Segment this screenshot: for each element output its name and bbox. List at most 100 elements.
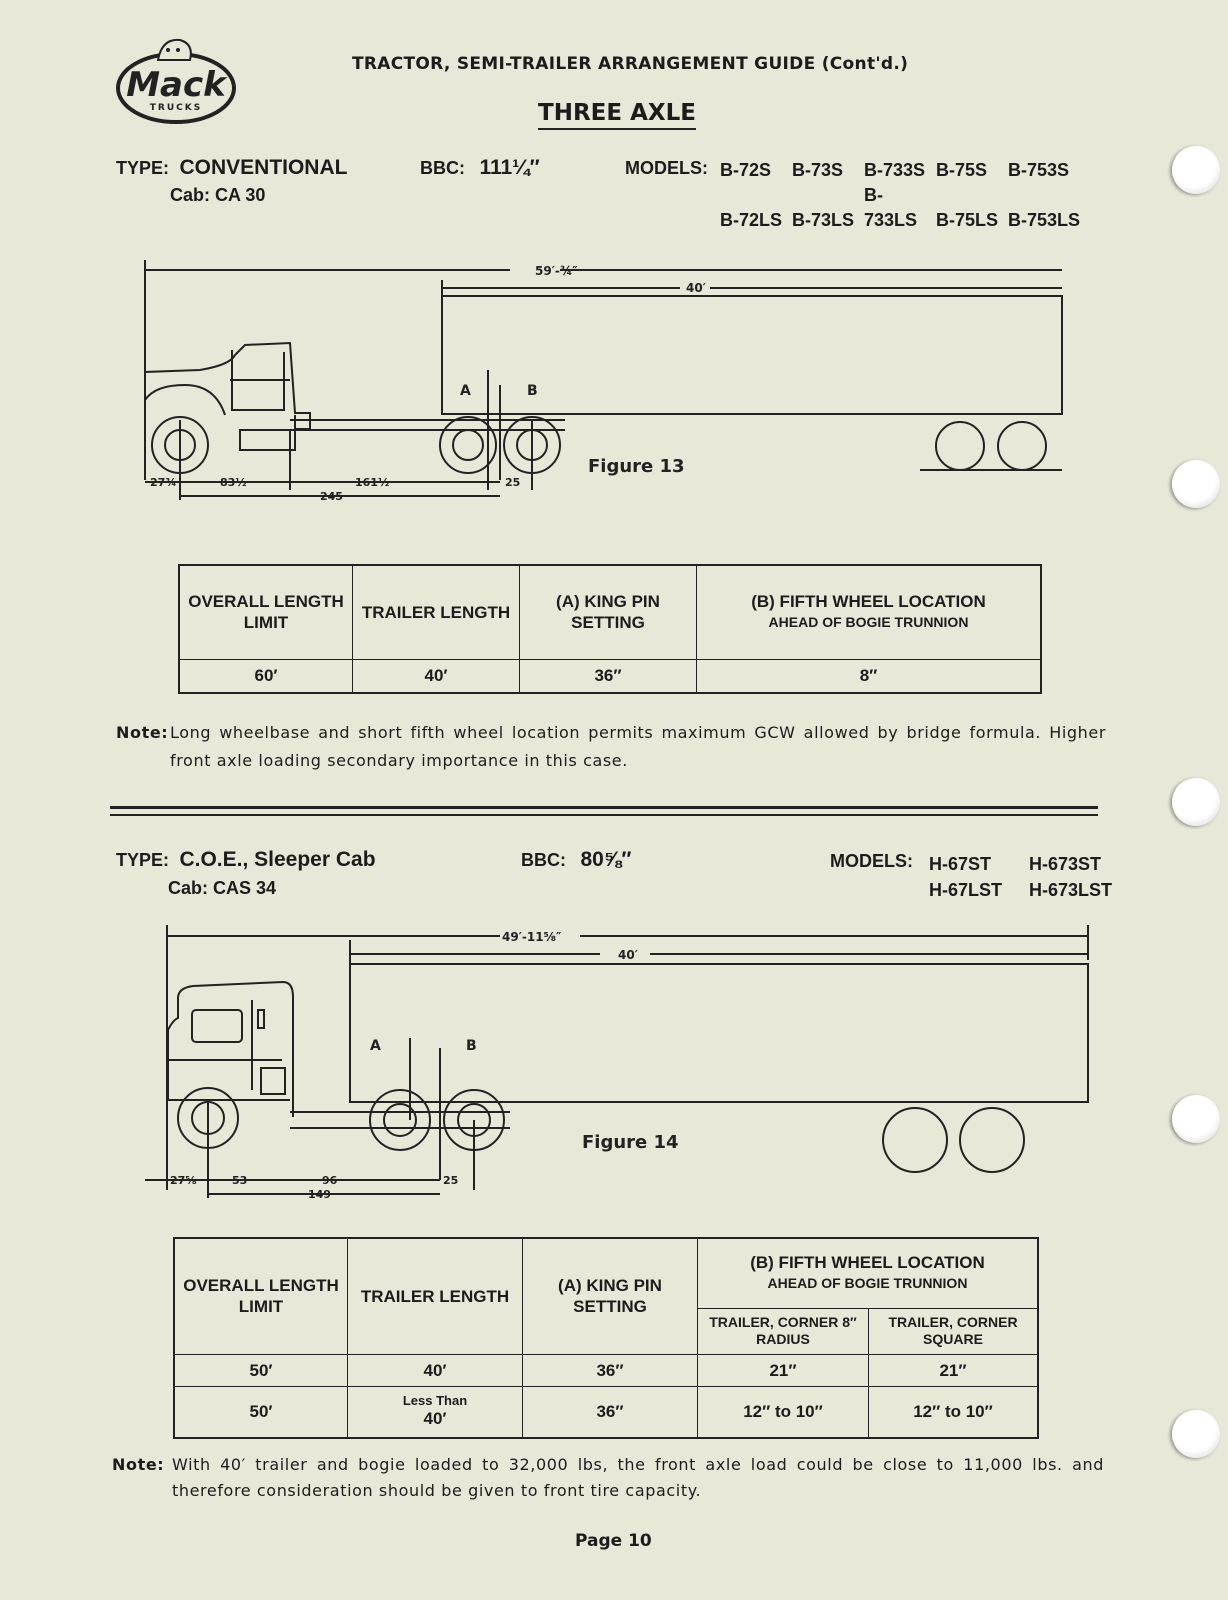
subheader-corner-square: TRAILER, CORNER SQUARE: [868, 1307, 1039, 1355]
model: H-67ST: [929, 854, 992, 874]
table-row: 50′ 40′ 36″ 21″ 21″: [173, 1353, 1039, 1387]
cell-fifth-wheel: 8″: [696, 658, 1042, 694]
model: B-733S: [864, 160, 926, 180]
page-number: Page 10: [575, 1531, 652, 1551]
figure-13-diagram: 59′-¾″ 40′ A B 27¾ 83½ 161½ 25 245 Figur…: [144, 260, 1063, 503]
type-label: TYPE:: [116, 850, 170, 870]
trailer-length-dim: 40′: [618, 948, 638, 962]
page-subtitle: THREE AXLE: [538, 100, 696, 130]
cell-trailer: 40′: [347, 1353, 523, 1387]
cell-trailer: 40′: [352, 658, 520, 694]
model: B-72LS: [720, 210, 783, 230]
cell-corner-square: 12″ to 10″: [868, 1385, 1039, 1439]
dim-cab: 83½: [220, 476, 247, 489]
cell-trailer: Less Than 40′: [347, 1385, 523, 1439]
header-fifth-wheel: (B) FIFTH WHEEL LOCATION AHEAD OF BOGIE …: [696, 564, 1042, 660]
models-label: MODELS:: [625, 158, 708, 178]
type-value: CONVENTIONAL: [179, 156, 348, 179]
section2-spec-table: OVERALL LENGTH LIMIT TRAILER LENGTH (A) …: [173, 1237, 1039, 1439]
section1-spec-table: OVERALL LENGTH LIMIT TRAILER LENGTH (A) …: [178, 564, 1042, 694]
header-trailer-length: TRAILER LENGTH: [347, 1237, 523, 1355]
dim-b: B: [527, 383, 538, 399]
dim-front-overhang: 27¾: [150, 476, 177, 489]
dim-front-overhang: 27⅝: [170, 1174, 197, 1187]
note-label: Note:: [112, 1455, 165, 1474]
dim-bogie: 25: [505, 476, 520, 489]
cell-trailer-value: 40′: [423, 1409, 447, 1429]
section2-type: TYPE: C.O.E., Sleeper Cab: [116, 848, 376, 872]
cell-king-pin: 36″: [519, 658, 697, 694]
cell-corner-radius: 21″: [697, 1353, 869, 1387]
dim-a: A: [460, 383, 471, 399]
type-value: C.O.E., Sleeper Cab: [179, 848, 376, 871]
cell-overall: 50′: [173, 1353, 348, 1387]
header-king-pin: (A) KING PIN SETTING: [519, 564, 697, 660]
models-row: H-67ST H-673ST: [929, 851, 1112, 877]
header-fifth-wheel-title: (B) FIFTH WHEEL LOCATION: [750, 1253, 985, 1273]
cell-overall: 50′: [173, 1385, 348, 1439]
cell-king-pin: 36″: [522, 1385, 698, 1439]
model: H-673ST: [1029, 854, 1102, 874]
section-divider: [110, 814, 1098, 816]
mack-logo: Mack TRUCKS: [114, 26, 238, 126]
cell-corner-radius: 12″ to 10″: [697, 1385, 869, 1439]
header-overall-length: OVERALL LENGTH LIMIT: [178, 564, 353, 660]
cell-overall: 60′: [178, 658, 353, 694]
svg-text:Mack: Mack: [126, 65, 228, 105]
page-header-title: TRACTOR, SEMI-TRAILER ARRANGEMENT GUIDE …: [352, 54, 909, 74]
binder-hole: [1172, 1410, 1220, 1458]
cell-trailer-qualifier: Less Than: [402, 1393, 468, 1409]
binder-hole: [1172, 460, 1220, 508]
section2-note: Note: With 40′ trailer and bogie loaded …: [112, 1452, 1104, 1504]
binder-hole: [1172, 146, 1220, 194]
model: B-72S: [720, 160, 772, 180]
cell-king-pin: 36″: [522, 1353, 698, 1387]
overall-length-dim: 49′-11⅝″: [502, 930, 562, 944]
section1-cab: Cab: CA 30: [170, 185, 266, 205]
bbc-value: 80⅝″: [580, 848, 632, 871]
dim-a: A: [370, 1038, 381, 1054]
header-fifth-wheel-sub: AHEAD OF BOGIE TRUNNION: [767, 1275, 968, 1292]
note-text: With 40′ trailer and bogie loaded to 32,…: [172, 1455, 1104, 1500]
header-overall-length: OVERALL LENGTH LIMIT: [173, 1237, 348, 1355]
dim-bogie: 25: [443, 1174, 458, 1187]
section1-note: Note: Long wheelbase and short fifth whe…: [116, 719, 1106, 775]
section1-type: TYPE: CONVENTIONAL: [116, 156, 347, 180]
binder-hole: [1172, 778, 1220, 826]
header-fifth-wheel: (B) FIFTH WHEEL LOCATION AHEAD OF BOGIE …: [697, 1237, 1039, 1309]
bbc-value: 111¼″: [479, 156, 540, 179]
models-label: MODELS:: [830, 851, 913, 871]
figure-13-caption: Figure 13: [588, 456, 685, 477]
dim-wheelbase: 149: [308, 1188, 331, 1200]
model: B-733LS: [864, 185, 918, 230]
models-row: B-72S B-73S B-733S B-75S B-753S: [720, 158, 1080, 183]
dim-cab: 53: [232, 1174, 247, 1187]
dim-wheelbase: 245: [320, 490, 343, 503]
models-list: B-72S B-73S B-733S B-75S B-753S B-72LS B-73LS…: [720, 158, 1080, 233]
note-text: Long wheelbase and short fifth wheel loc…: [170, 723, 1106, 770]
cell-corner-square: 21″: [868, 1353, 1039, 1387]
binder-hole: [1172, 1095, 1220, 1143]
model: B-73S: [792, 160, 844, 180]
bbc-label: BBC:: [420, 158, 465, 178]
overall-length-dim: 59′-¾″: [535, 264, 578, 278]
model: B-753LS: [1008, 210, 1081, 230]
note-label: Note:: [116, 723, 169, 742]
svg-text:TRUCKS: TRUCKS: [150, 103, 202, 113]
figure-14-caption: Figure 14: [582, 1132, 679, 1153]
model: H-673LST: [1029, 880, 1113, 900]
model: B-75S: [936, 160, 988, 180]
type-label: TYPE:: [116, 158, 170, 178]
model: B-753S: [1008, 160, 1070, 180]
section2-cab: Cab: CAS 34: [168, 878, 277, 898]
header-fifth-wheel-title: (B) FIFTH WHEEL LOCATION: [751, 592, 986, 612]
model: B-73LS: [792, 210, 855, 230]
table-row: 50′ Less Than 40′ 36″ 12″ to 10″ 12″ to …: [173, 1385, 1039, 1439]
section-divider: [110, 806, 1098, 809]
section2-bbc: BBC: 80⅝″: [521, 848, 631, 872]
header-trailer-length: TRAILER LENGTH: [352, 564, 520, 660]
dim-b: B: [466, 1038, 477, 1054]
